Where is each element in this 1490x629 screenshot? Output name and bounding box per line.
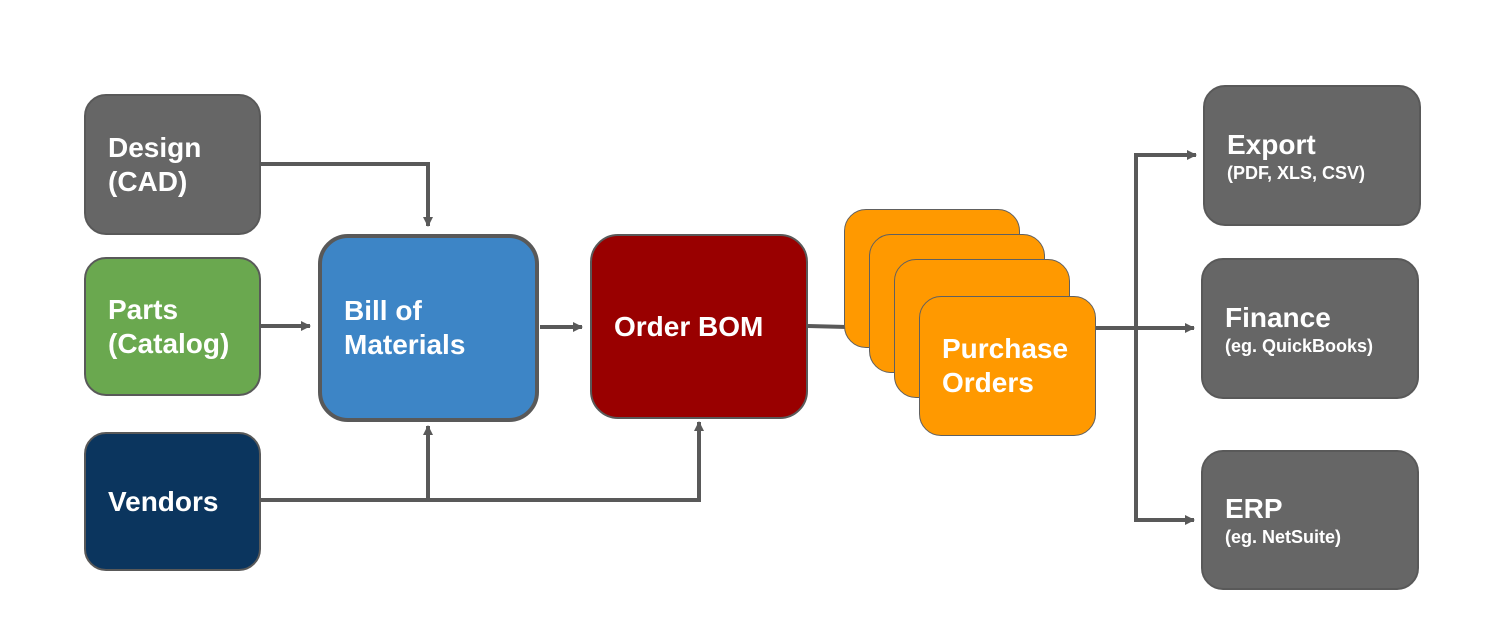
erp-node: ERP (eg. NetSuite) — [1201, 450, 1419, 590]
design-label-line-2: (CAD) — [108, 165, 188, 197]
finance-node: Finance (eg. QuickBooks) — [1201, 258, 1419, 399]
bill-of-materials-node: Bill of Materials — [318, 234, 539, 422]
export-subtitle: (PDF, XLS, CSV) — [1227, 162, 1366, 183]
edge-vendors-to-order-bom — [428, 421, 704, 502]
order-bom-node: Order BOM — [590, 234, 808, 419]
bom-label-line-2: Materials — [344, 329, 466, 360]
order-bom-label: Order BOM — [614, 310, 764, 342]
edge-design-to-bom — [260, 162, 433, 227]
vendors-node: Vendors — [84, 432, 261, 571]
edge-vendors-to-bom — [260, 425, 433, 502]
purchase-orders-node: Purchase Orders — [919, 296, 1096, 436]
export-node: Export (PDF, XLS, CSV) — [1203, 85, 1421, 226]
finance-title: Finance — [1225, 301, 1331, 333]
edge-purchase-orders-to-erp — [1134, 328, 1195, 525]
design-label-line-1: Design — [108, 131, 202, 163]
parts-label-line-2: (Catalog) — [108, 327, 230, 359]
erp-subtitle: (eg. NetSuite) — [1225, 527, 1342, 547]
finance-subtitle: (eg. QuickBooks) — [1225, 335, 1374, 356]
bom-label-line-1: Bill of — [344, 295, 422, 326]
purchase-orders-label-line-1: Purchase — [942, 333, 1069, 364]
parts-node: Parts (Catalog) — [84, 257, 261, 396]
design-node: Design (CAD) — [84, 94, 261, 235]
vendors-label: Vendors — [108, 485, 219, 517]
parts-label-line-1: Parts — [108, 293, 179, 325]
purchase-orders-label-line-2: Orders — [942, 367, 1034, 398]
edge-purchase-orders-to-export — [1096, 150, 1197, 330]
erp-title: ERP — [1225, 493, 1283, 524]
export-title: Export — [1227, 128, 1316, 160]
